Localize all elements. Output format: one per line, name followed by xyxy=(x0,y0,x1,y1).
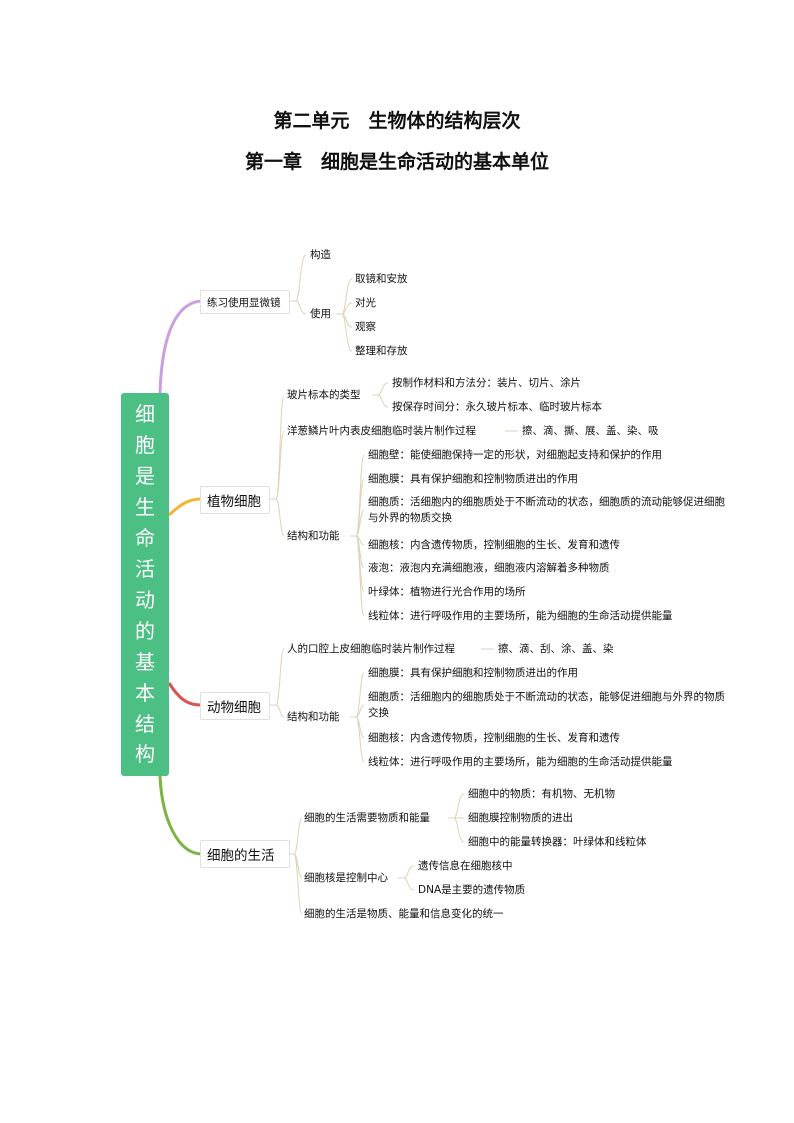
root-char: 构 xyxy=(135,742,155,767)
node-slide-item: 按保存时间分：永久玻片标本、临时玻片标本 xyxy=(392,401,602,413)
node-animal-structure-function: 结构和功能 xyxy=(287,711,340,723)
node-slide-item: 按制作材料和方法分：装片、切片、涂片 xyxy=(392,377,581,389)
root-char: 的 xyxy=(135,618,155,643)
node-unity: 细胞的生活是物质、能量和信息变化的统一 xyxy=(304,908,504,920)
node-use-item: 对光 xyxy=(355,297,376,309)
root-char: 是 xyxy=(135,464,155,489)
root-char: 生 xyxy=(135,495,155,520)
node-nucleus-item: DNA是主要的遗传物质 xyxy=(418,884,526,896)
node-needs-item: 细胞中的能量转换器：叶绿体和线粒体 xyxy=(468,836,647,848)
node-nucleus-item: 遗传信息在细胞核中 xyxy=(418,860,513,872)
root-char: 命 xyxy=(135,526,155,551)
node-animal-cell: 动物细胞 xyxy=(200,692,270,720)
root-char: 动 xyxy=(135,587,155,612)
branch-line-life xyxy=(158,775,202,856)
node-needs-item: 细胞膜控制物质的进出 xyxy=(468,812,573,824)
node-plant-sf-item: 液泡：液泡内充满细胞液，细胞液内溶解着多种物质 xyxy=(368,562,610,574)
branch-line-plant xyxy=(167,497,202,517)
node-onion-procedure: 洋葱鳞片叶内表皮细胞临时装片制作过程 xyxy=(287,425,476,437)
root-char: 活 xyxy=(135,556,155,581)
node-microscope-use: 使用 xyxy=(310,308,331,320)
node-needs-matter-energy: 细胞的生活需要物质和能量 xyxy=(304,812,430,824)
node-plant-sf-item: 叶绿体：植物进行光合作用的场所 xyxy=(368,586,526,598)
unit-title: 第二单元 生物体的结构层次 xyxy=(273,110,521,132)
node-use-item: 取镜和安放 xyxy=(355,273,408,285)
branch-line-animal xyxy=(167,682,202,707)
node-needs-item: 细胞中的物质：有机物、无机物 xyxy=(468,788,615,800)
node-animal-sf-item: 细胞膜：具有保护细胞和控制物质进出的作用 xyxy=(368,667,578,679)
root-char: 胞 xyxy=(135,433,155,458)
node-plant-sf-item: 细胞质：活细胞内的细胞质处于不断流动的状态，细胞质的流动能够促进细胞与外界的物质… xyxy=(368,496,725,524)
root-node: 细胞是生命活动的基本结构 xyxy=(121,393,169,776)
node-plant-sf-item: 细胞壁：能使细胞保持一定的形状，对细胞起支持和保护的作用 xyxy=(368,449,662,461)
node-animal-sf-item: 细胞核：内含遗传物质，控制细胞的生长、发育和遗传 xyxy=(368,732,620,744)
node-plant-sf-item: 细胞核：内含遗传物质，控制细胞的生长、发育和遗传 xyxy=(368,539,620,551)
node-use-item: 整理和存放 xyxy=(355,345,408,357)
root-char: 结 xyxy=(135,711,155,736)
node-use-item: 观察 xyxy=(355,321,376,333)
node-plant-sf-item: 细胞膜：具有保护细胞和控制物质进出的作用 xyxy=(368,473,578,485)
node-cell-life: 细胞的生活 xyxy=(200,840,290,868)
node-plant-sf-item: 线粒体：进行呼吸作用的主要场所，能为细胞的生命活动提供能量 xyxy=(368,610,673,622)
root-char: 基 xyxy=(135,649,155,674)
node-onion-steps: 擦、滴、撕、展、盖、染、吸 xyxy=(522,425,659,437)
node-plant-structure-function: 结构和功能 xyxy=(287,530,340,542)
node-cheek-steps: 擦、滴、刮、涂、盖、染 xyxy=(498,643,614,655)
node-cheek-procedure: 人的口腔上皮细胞临时装片制作过程 xyxy=(287,643,455,655)
node-slide-types: 玻片标本的类型 xyxy=(287,389,361,401)
node-animal-sf-item: 线粒体：进行呼吸作用的主要场所，能为细胞的生命活动提供能量 xyxy=(368,756,673,768)
branch-line-microscope xyxy=(158,299,202,394)
root-char: 细 xyxy=(135,402,155,427)
root-char: 本 xyxy=(135,680,155,705)
node-microscope: 练习使用显微镜 xyxy=(200,290,290,314)
node-microscope-structure: 构造 xyxy=(310,249,331,261)
chapter-title: 第一章 细胞是生命活动的基本单位 xyxy=(244,151,549,173)
node-nucleus-control: 细胞核是控制中心 xyxy=(304,872,388,884)
node-plant-cell: 植物细胞 xyxy=(200,486,270,514)
node-animal-sf-item: 细胞质：活细胞内的细胞质处于不断流动的状态，能够促进细胞与外界的物质交换 xyxy=(368,691,725,719)
